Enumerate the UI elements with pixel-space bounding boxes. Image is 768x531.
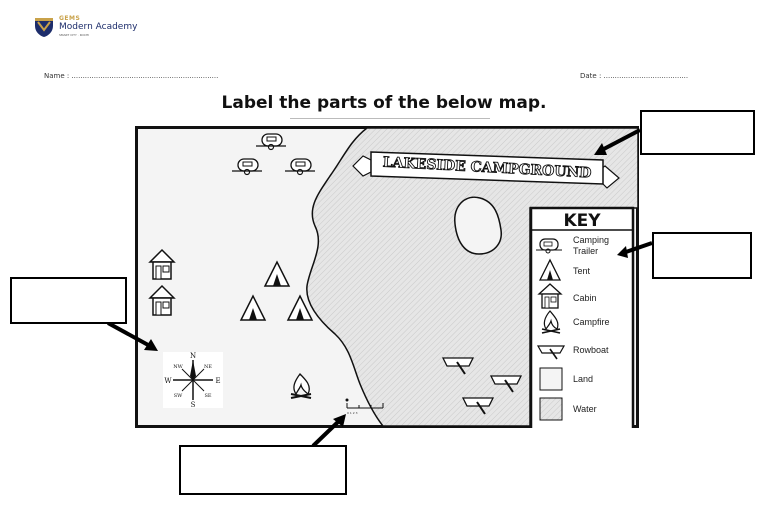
compass-se: SE [204, 393, 211, 399]
key-trailer-icon [536, 238, 562, 254]
key-label-rowboat: Rowboat [573, 345, 609, 355]
cabin [148, 248, 176, 280]
key-label-trailer-line2: Trailer [573, 246, 598, 256]
campground-banner: LAKESIDE CAMPGROUND [352, 151, 620, 189]
key-label-land: Land [573, 374, 593, 384]
answer-box-key[interactable] [652, 232, 752, 279]
key-label-cabin: Cabin [573, 293, 597, 303]
key-rowboat-icon [536, 345, 566, 360]
map-scale: 0 1 2 3 [345, 398, 384, 415]
key-water-swatch [539, 397, 563, 421]
key-title: KEY [563, 211, 601, 231]
key-campfire-icon [541, 310, 561, 334]
key-land-swatch [539, 367, 563, 391]
compass-w: W [164, 377, 172, 385]
compass-sw: SW [174, 393, 183, 399]
key-label-campfire: Campfire [573, 317, 610, 327]
compass-nw: NW [173, 364, 183, 370]
compass-s: S [191, 401, 196, 409]
title-divider [290, 118, 490, 119]
key-label-tent: Tent [573, 266, 591, 276]
logo-school-name: Modern Academy [59, 22, 138, 32]
campground-map: LAKESIDE CAMPGROUND [135, 126, 639, 428]
answer-box-banner[interactable] [640, 110, 755, 155]
key-cabin-icon [537, 283, 563, 309]
compass-n: N [190, 352, 196, 360]
shield-icon [35, 18, 53, 37]
camping-trailer [232, 158, 262, 176]
answer-box-scale[interactable] [179, 445, 347, 495]
camping-trailer [256, 133, 286, 151]
rowboat [441, 357, 475, 375]
answer-box-compass[interactable] [10, 277, 127, 324]
rowboat [489, 375, 523, 393]
name-field[interactable]: Name : .................................… [44, 72, 219, 80]
logo-brand: GEMS [59, 15, 81, 22]
key-label-trailer-line1: Camping [573, 235, 609, 245]
cabin [148, 284, 176, 316]
compass-ne: NE [204, 364, 212, 370]
key-tent-icon [538, 258, 562, 281]
map-island [454, 196, 502, 255]
compass-rose: N S E W NE NW SE SW [163, 352, 223, 409]
logo-subtitle: SMART CITY · KOCHI [59, 33, 90, 37]
school-logo: GEMS Modern Academy SMART CITY · KOCHI [33, 16, 137, 38]
tent [239, 294, 267, 321]
tent [286, 294, 314, 321]
key-label-water: Water [573, 404, 597, 414]
campfire [290, 373, 312, 399]
compass-e: E [215, 377, 220, 385]
date-field[interactable]: Date : .................................… [580, 72, 689, 80]
map-water [306, 127, 639, 427]
worksheet-title: Label the parts of the below map. [221, 93, 547, 113]
map-key: KEY Camping Trailer Tent Cabin [529, 206, 635, 428]
tent [263, 260, 291, 287]
camping-trailer [285, 158, 315, 176]
key-label-trailer: Camping Trailer [573, 235, 612, 256]
rowboat [461, 397, 495, 415]
scale-label: 0 1 2 3 [347, 411, 358, 415]
